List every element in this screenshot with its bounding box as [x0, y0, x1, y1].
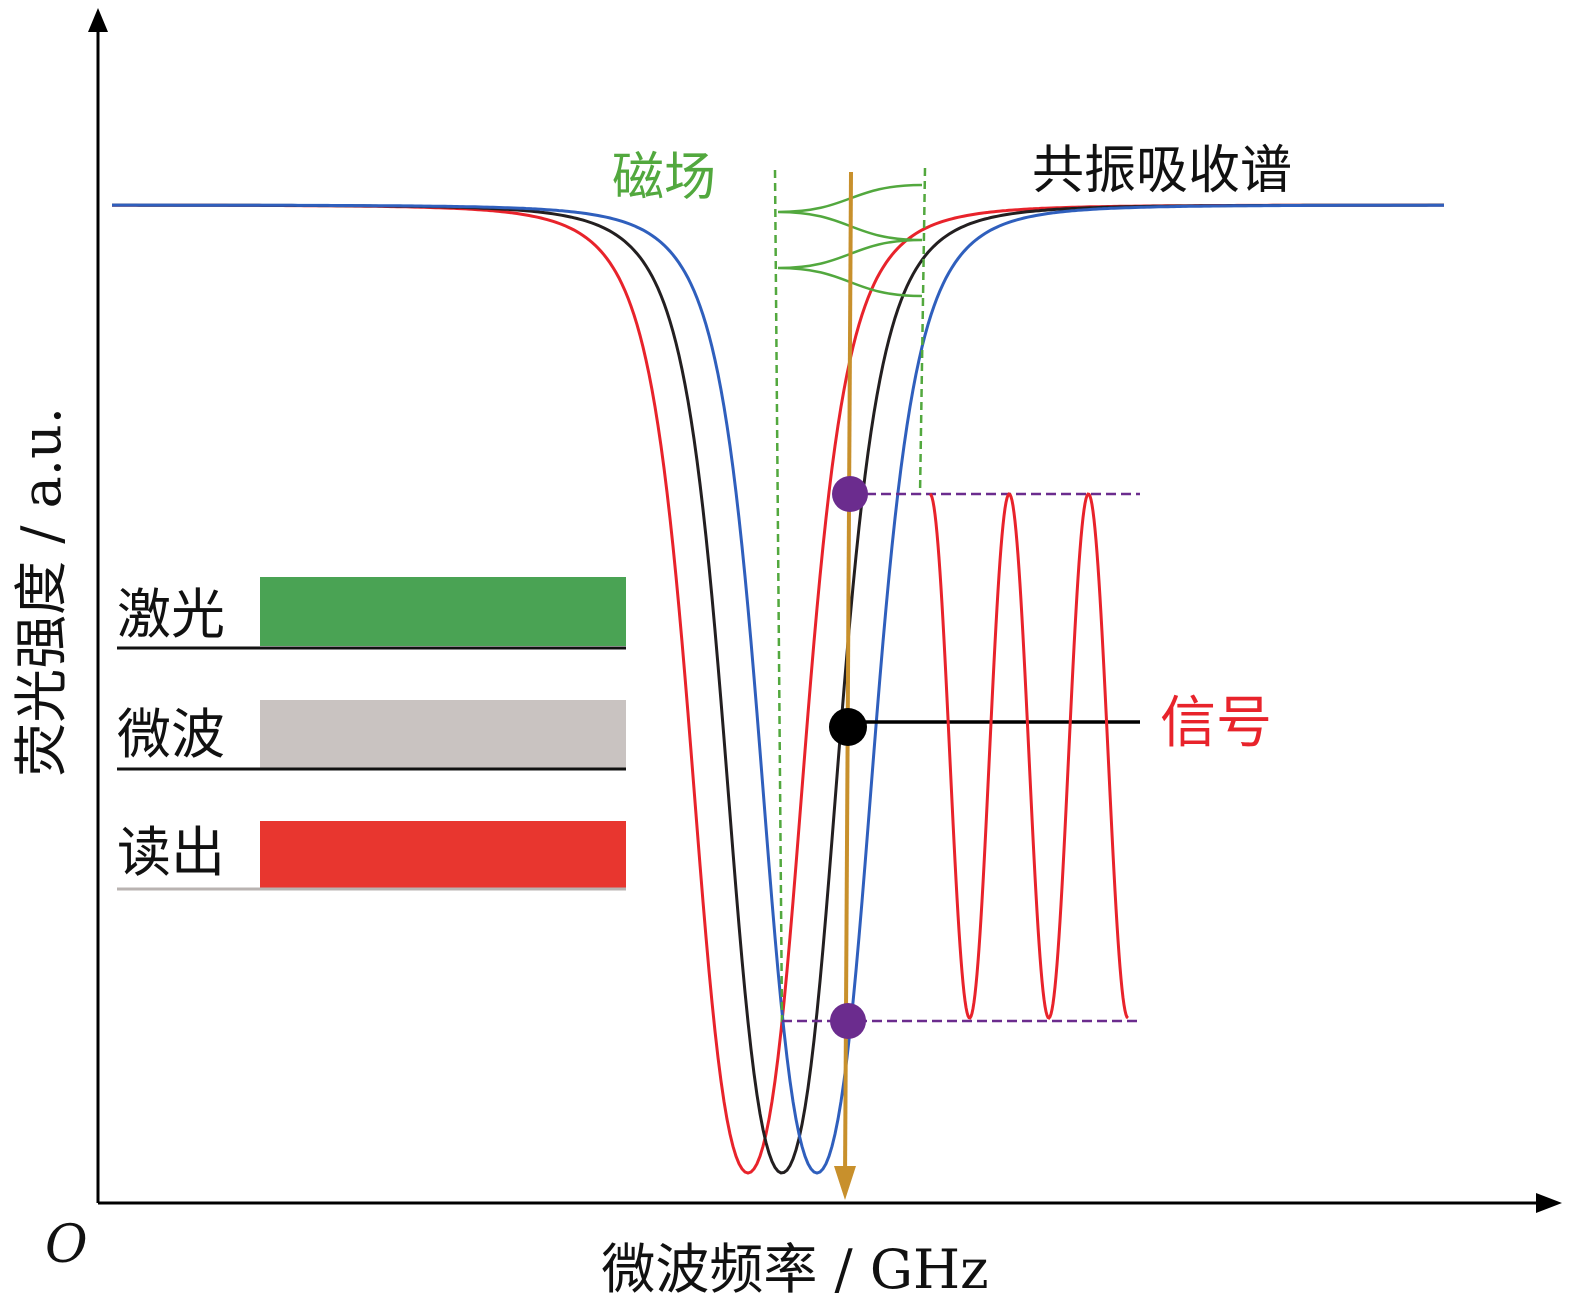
legend-laser: 激光: [117, 577, 626, 650]
y-axis-arrow: [88, 8, 108, 32]
resonance-spectrum-label: 共振吸收谱: [1032, 141, 1292, 201]
resonance-curve-blue: [112, 203, 1444, 1175]
legend-microwave-label: 微波: [117, 703, 225, 766]
legend-readout-bar: [260, 821, 626, 889]
marker-bottom-dot: [830, 1003, 866, 1039]
y-axis-label: 荧光强度 / a.u.: [10, 407, 73, 777]
field-boundary-left: [773, 169, 784, 1023]
signal-oscillation: [929, 492, 1129, 1020]
legend-readout: 读出: [117, 821, 626, 891]
marker-center-dot: [829, 708, 867, 746]
x-axis-arrow: [1536, 1193, 1562, 1213]
field-coil-wave: [777, 183, 923, 298]
resonance-curve-red: [112, 203, 1444, 1175]
magnetic-field-label: 磁场: [612, 148, 716, 208]
legend-microwave: 微波: [117, 700, 626, 771]
marker-top-dot: [832, 476, 868, 512]
x-axis-label: 微波频率 / GHz: [601, 1238, 988, 1301]
resonance-curve-black: [112, 203, 1444, 1175]
probe-arrow-head: [834, 1166, 856, 1200]
origin-label: O: [45, 1215, 88, 1275]
signal-label: 信号: [1160, 691, 1272, 756]
legend-laser-bar: [260, 577, 626, 646]
legend-microwave-bar: [260, 700, 626, 768]
field-boundary-right: [918, 167, 927, 496]
legend-readout-label: 读出: [117, 821, 225, 884]
legend-laser-label: 激光: [117, 583, 225, 646]
